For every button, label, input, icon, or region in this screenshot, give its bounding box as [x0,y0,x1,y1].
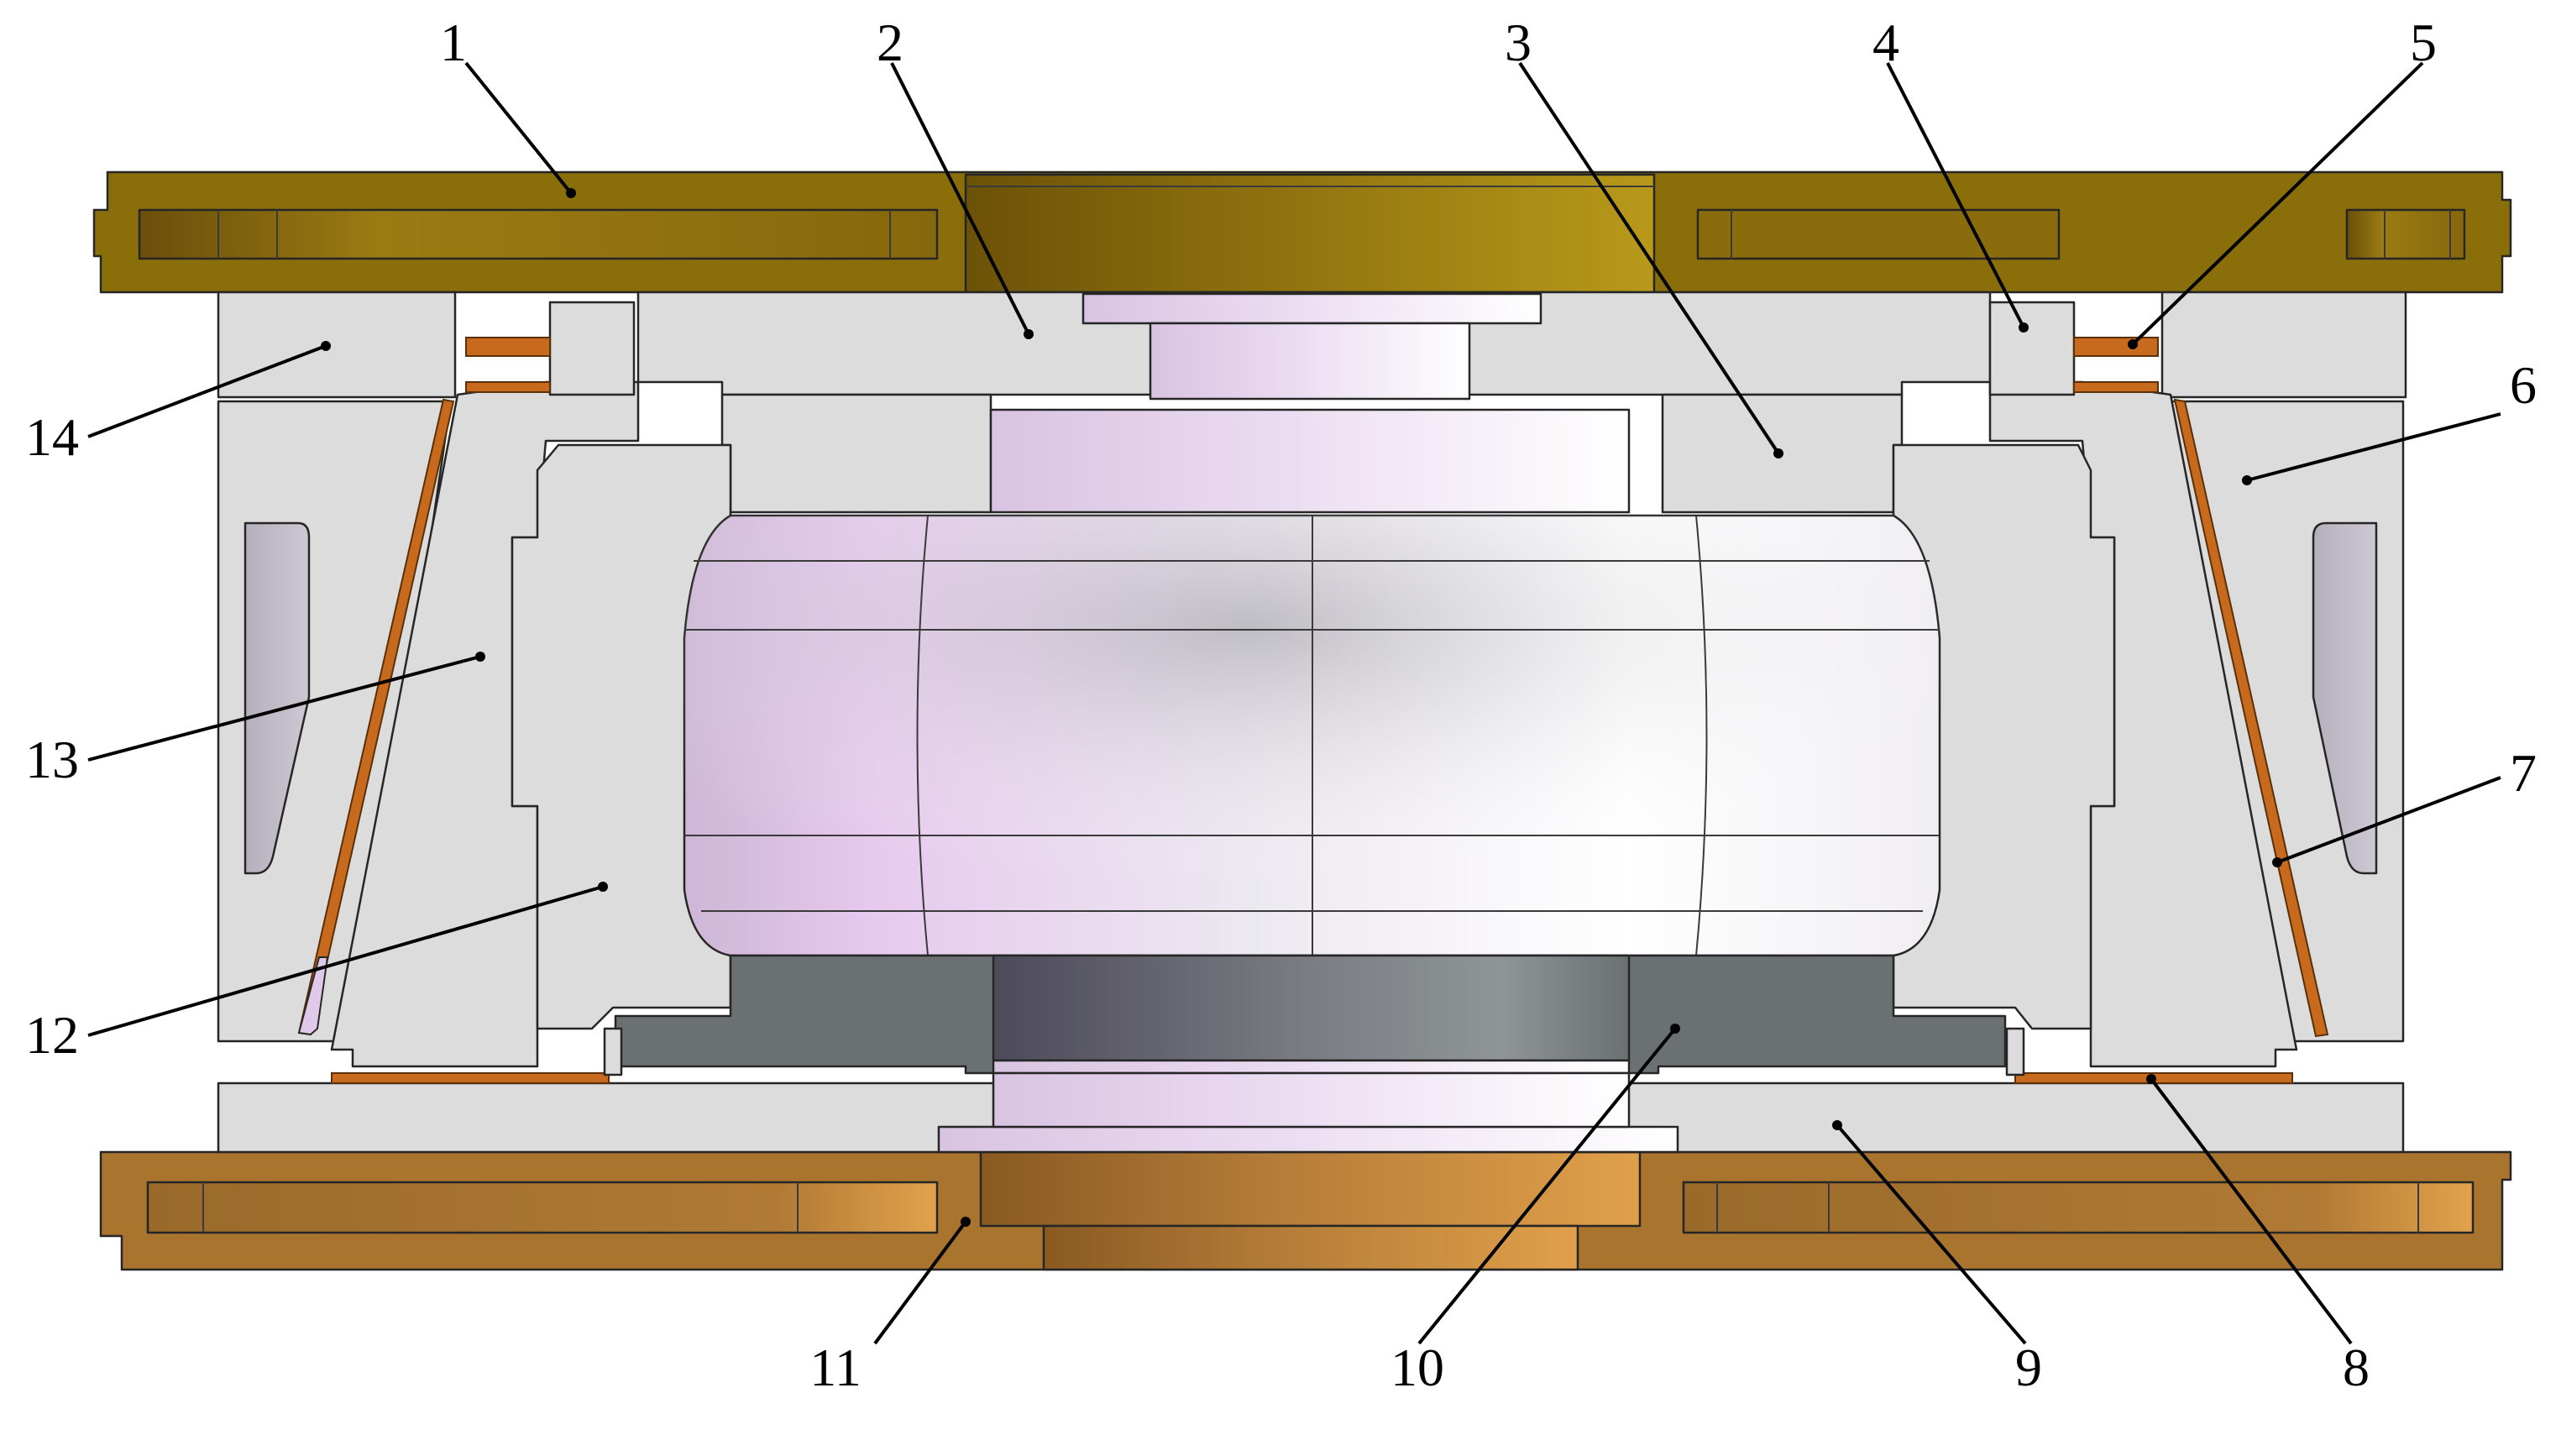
callout-1: 1 [440,13,467,72]
upper-seals [465,301,2159,396]
callout-2: 2 [877,13,903,72]
callout-3: 3 [1505,13,1532,72]
top-plate [92,170,2512,294]
callout-12: 12 [25,1005,79,1065]
callout-9: 9 [2015,1338,2042,1397]
callout-4: 4 [1872,13,1899,72]
callout-10: 10 [1390,1338,1444,1397]
callout-11: 11 [809,1338,862,1397]
callout-7: 7 [2510,743,2537,803]
callout-5: 5 [2410,13,2437,72]
main-cylinder [683,514,1941,957]
lower-neck [992,1071,1631,1129]
leader-lines [87,61,2501,1345]
callout-14: 14 [25,407,79,467]
upper-central-body [636,291,1992,514]
bottom-plate [99,1150,2512,1271]
callout-6: 6 [2510,355,2537,415]
callout-8: 8 [2343,1338,2370,1397]
right-outer-housing [2160,291,2407,1043]
callout-13: 13 [25,730,79,789]
dark-base [614,954,2007,1075]
left-outer-housing [217,291,457,1043]
callout-labels: 1 2 3 4 5 6 7 8 9 10 11 12 13 14 [25,13,2537,1397]
right-inner-block [1892,443,2116,1030]
